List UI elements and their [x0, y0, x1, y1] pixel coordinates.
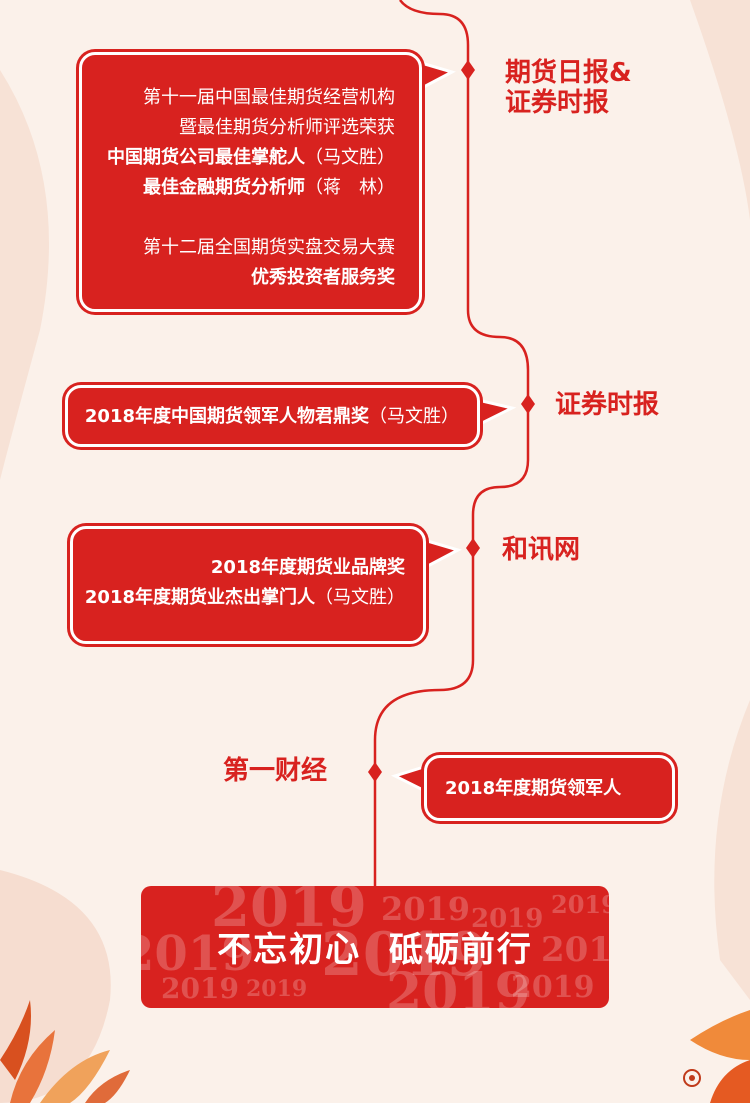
year-watermark: 2019 [321, 920, 488, 990]
award-source-2: 证券时报 [555, 390, 660, 420]
award-bubble-4: 2018年度期货领军人 [424, 755, 675, 821]
award-3-line-1: 2018年度期货业品牌奖 [210, 557, 405, 578]
award-bubble-1: 第十一届中国最佳期货经营机构 暨最佳期货分析师评选荣获 中国期货公司最佳掌舵人（… [79, 52, 422, 312]
bg-blob-right-bottom [714, 700, 750, 1000]
award-source-1: 期货日报& 证券时报 [505, 58, 632, 118]
tail-4 [391, 763, 429, 795]
slogan-banner: 2019 2019 2019 2019 2019 2019 2019 2019 … [141, 886, 609, 1008]
banner-slogan: 不忘初心 砥砺前行 [217, 930, 533, 970]
award-source-4: 第一财经 [223, 756, 328, 786]
award-1-line-6: 第十二届全国期货实盘交易大赛 [143, 237, 395, 258]
award-4-line-1: 2018年度期货领军人 [445, 778, 622, 799]
award-1-line-3: 中国期货公司最佳掌舵人（马文胜） [107, 147, 395, 168]
tail-2 [476, 398, 517, 428]
year-watermark: 2019 [541, 930, 609, 970]
award-1-line-7: 优秀投资者服务奖 [251, 267, 395, 288]
award-1-line-2: 暨最佳期货分析师评选荣获 [179, 117, 395, 138]
diamond-marker-2 [521, 394, 535, 414]
year-watermark: 2019 [161, 972, 239, 1005]
year-watermark: 2019 [211, 886, 367, 940]
tail-3 [422, 537, 462, 571]
year-watermark: 2019 [381, 890, 471, 928]
tail-1 [416, 59, 456, 93]
autumn-leaves-left [0, 1000, 130, 1103]
year-watermark: 2019 [511, 970, 595, 1005]
diamond-marker-4 [368, 762, 382, 782]
award-1-line-1: 第十一届中国最佳期货经营机构 [143, 87, 395, 108]
award-bubble-3: 2018年度期货业品牌奖 2018年度期货业杰出掌门人（马文胜） [70, 526, 426, 644]
autumn-leaves-right [683, 1010, 750, 1103]
diamond-marker-1 [461, 60, 475, 80]
award-1-spacer [82, 203, 395, 233]
year-watermark: 2019 [471, 904, 544, 934]
award-1-line-4: 最佳金融期货分析师（蒋 林） [143, 177, 395, 198]
award-source-3: 和讯网 [502, 535, 581, 565]
bg-blob-left [0, 70, 49, 480]
year-watermark: 2019 [246, 976, 308, 1002]
timeline-line [373, 0, 530, 886]
diamond-marker-3 [466, 538, 480, 558]
award-3-line-2: 2018年度期货业杰出掌门人（马文胜） [84, 587, 405, 608]
award-bubble-2: 2018年度中国期货领军人物君鼎奖（马文胜） [65, 385, 480, 447]
timeline-diamonds [368, 60, 535, 782]
year-watermark: 2019 [386, 962, 531, 1008]
award-2-line-1: 2018年度中国期货领军人物君鼎奖（马文胜） [84, 406, 459, 427]
bg-blob-right [690, 0, 750, 220]
year-watermark: 2019 [141, 926, 255, 982]
year-watermark: 2019 [551, 890, 609, 919]
